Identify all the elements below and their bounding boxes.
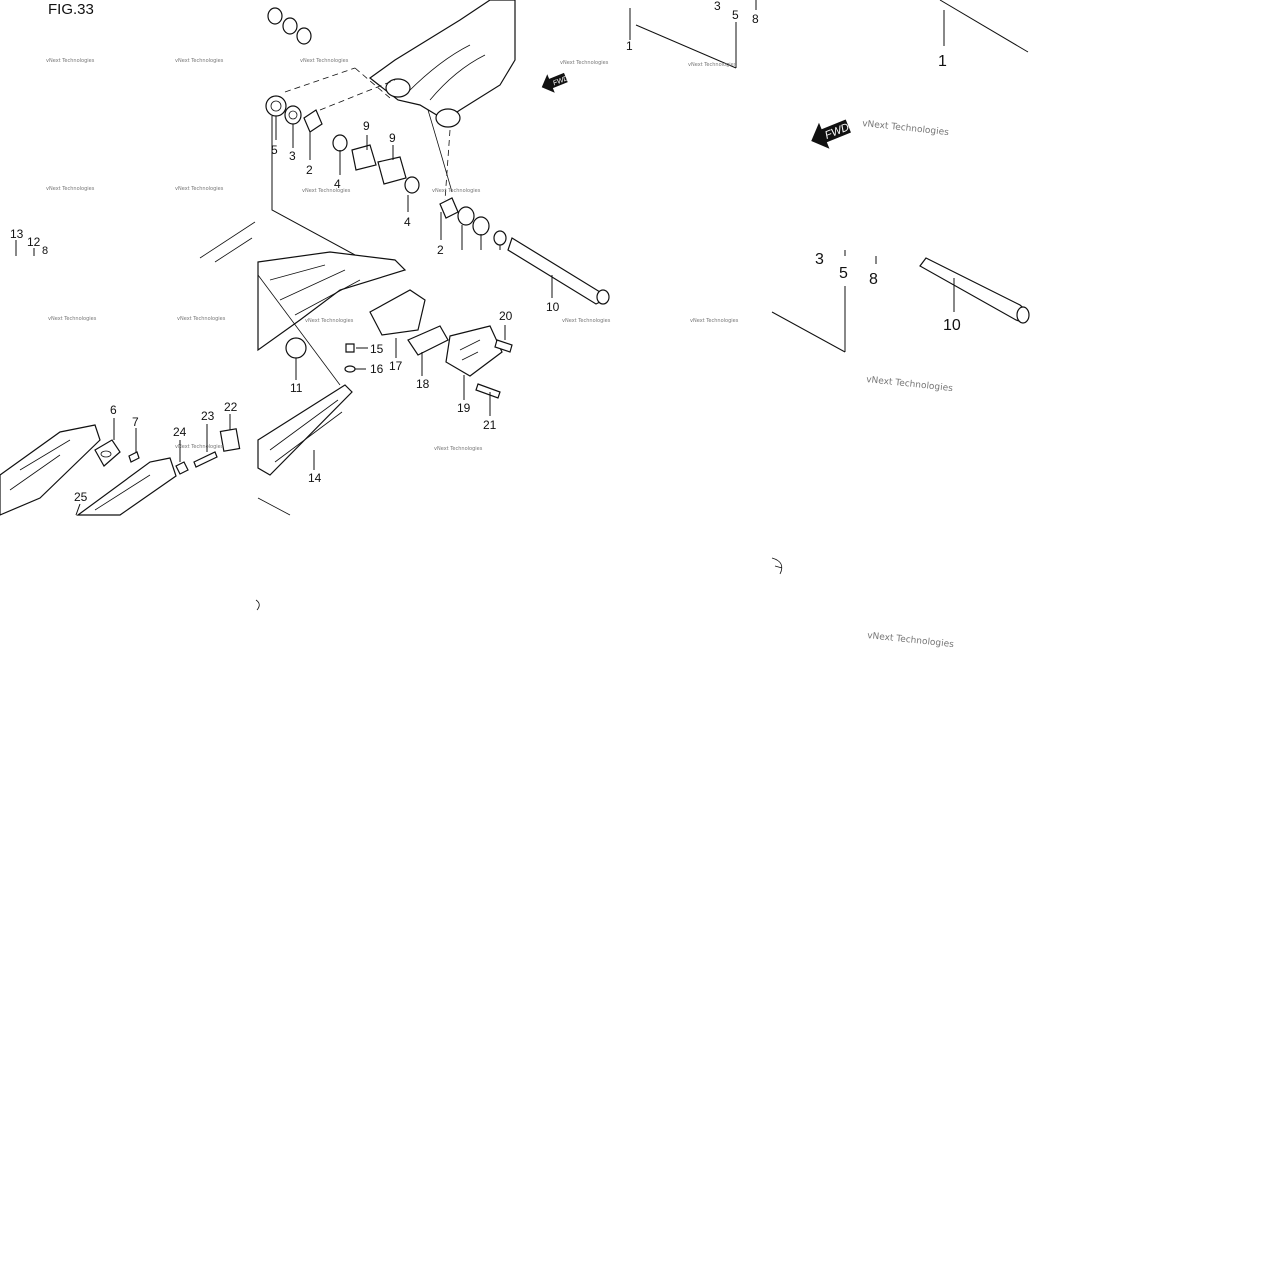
zoom-callout-5: 5	[839, 265, 848, 282]
callout-2: 2	[306, 163, 313, 177]
figure-label: FIG.33	[48, 1, 94, 18]
svg-text:vNext Technologies: vNext Technologies	[690, 318, 739, 324]
callouts-main: 1 2 2 3 3 4 4 5 5 6 7 8 9 9 10 11 12 13 …	[10, 0, 759, 504]
callout-22: 22	[224, 400, 238, 414]
callout-1: 1	[626, 39, 633, 53]
leader-lines	[15, 0, 757, 516]
swing-arm-left-section	[0, 424, 101, 516]
bolt-15	[345, 343, 355, 353]
fwd-label-large: FWD	[823, 121, 851, 142]
svg-text:8: 8	[42, 245, 48, 257]
washer-16	[344, 365, 356, 373]
svg-text:vNext Technologies: vNext Technologies	[175, 58, 224, 64]
adjuster-nut	[175, 461, 189, 475]
zoom-pivot-shaft	[919, 257, 1029, 323]
callout-19: 19	[457, 401, 471, 415]
svg-text:vNext Technologies: vNext Technologies	[562, 318, 611, 324]
callout-7: 7	[132, 415, 139, 429]
watermarks: vNext Technologies vNext Technologies vN…	[46, 58, 955, 650]
svg-text:vNext Technologies: vNext Technologies	[175, 186, 224, 192]
callout-24: 24	[173, 425, 187, 439]
callout-16: 16	[370, 362, 384, 376]
zoom-callout-10: 10	[943, 317, 961, 334]
svg-text:vNext Technologies: vNext Technologies	[560, 60, 609, 66]
callout-23: 23	[201, 409, 215, 423]
adjuster-long-bolt	[193, 451, 218, 468]
spacer-collar-9a	[351, 144, 377, 171]
svg-text:vNext Technologies: vNext Technologies	[867, 631, 955, 650]
zoom-detail-panel: 1 FWD 3 5 8 10	[255, 0, 1030, 611]
callout-21: 21	[483, 418, 497, 432]
svg-text:vNext Technologies: vNext Technologies	[688, 62, 737, 68]
zoom-callout-8: 8	[869, 271, 878, 288]
svg-text:vNext Technologies: vNext Technologies	[432, 188, 481, 194]
chain-guide-17	[369, 289, 426, 336]
swing-arm-left-panel	[0, 221, 256, 516]
callout-25: 25	[74, 490, 88, 504]
swing-arm-body	[257, 251, 407, 352]
callout-9: 9	[363, 119, 370, 133]
callout-17: 17	[389, 359, 403, 373]
svg-text:vNext Technologies: vNext Technologies	[177, 316, 226, 322]
bolt-20	[494, 339, 513, 353]
svg-text:vNext Technologies: vNext Technologies	[866, 375, 954, 394]
fwd-arrow-large: FWD	[811, 119, 851, 149]
pivot-housing-upper	[369, 0, 516, 121]
callout-10: 10	[546, 300, 560, 314]
callout-5b: 5	[732, 8, 739, 22]
callout-20: 20	[499, 309, 513, 323]
svg-text:vNext Technologies: vNext Technologies	[862, 119, 950, 138]
svg-text:vNext Technologies: vNext Technologies	[175, 444, 224, 450]
chain-guide-plate-19	[445, 325, 503, 377]
bearing-2	[303, 109, 323, 133]
dust-seal-4b	[404, 176, 420, 194]
svg-text:vNext Technologies: vNext Technologies	[46, 186, 95, 192]
callout-8: 8	[752, 12, 759, 26]
callout-3: 3	[289, 149, 296, 163]
callout-4b: 4	[404, 215, 411, 229]
dust-seal-4	[332, 134, 348, 152]
pivot-boss-left	[385, 78, 411, 98]
callout-11: 11	[290, 381, 303, 395]
adjuster-bolt	[128, 451, 140, 463]
chain-buffer-plate	[219, 428, 241, 452]
pivot-boss-right	[435, 108, 461, 128]
pivot-shaft	[507, 237, 605, 305]
cap-11	[285, 337, 307, 359]
callout-2b: 2	[437, 243, 444, 257]
callout-6: 6	[110, 403, 117, 417]
svg-text:vNext Technologies: vNext Technologies	[305, 318, 354, 324]
chain-adjuster-plate	[94, 439, 121, 467]
callout-13: 13	[10, 227, 24, 241]
callout-15: 15	[370, 342, 384, 356]
callout-3b: 3	[714, 0, 721, 13]
callout-5: 5	[271, 143, 278, 157]
svg-text:vNext Technologies: vNext Technologies	[300, 58, 349, 64]
fwd-arrow-small: FWD	[541, 72, 570, 93]
bearing-2b	[439, 197, 459, 219]
swing-arm-main-panel	[257, 0, 610, 516]
svg-text:vNext Technologies: vNext Technologies	[48, 316, 97, 322]
callout-9b: 9	[389, 131, 396, 145]
svg-text:vNext Technologies: vNext Technologies	[302, 188, 351, 194]
zoom-callout-3: 3	[815, 251, 824, 268]
callout-14: 14	[308, 471, 322, 485]
washer-3	[284, 105, 302, 125]
svg-text:vNext Technologies: vNext Technologies	[434, 446, 483, 452]
oil-seal-5	[265, 95, 287, 117]
chain-slider-14	[257, 384, 353, 476]
bolt-21	[475, 383, 501, 399]
spacer-collar-9b	[377, 156, 407, 185]
callout-12: 12	[27, 235, 41, 249]
callout-18: 18	[416, 377, 430, 391]
svg-text:vNext Technologies: vNext Technologies	[46, 58, 95, 64]
swing-arm-right-section	[76, 457, 177, 516]
zoom-callout-1: 1	[938, 53, 947, 70]
chain-guide-cover-18	[407, 325, 449, 356]
callout-4: 4	[334, 177, 341, 191]
